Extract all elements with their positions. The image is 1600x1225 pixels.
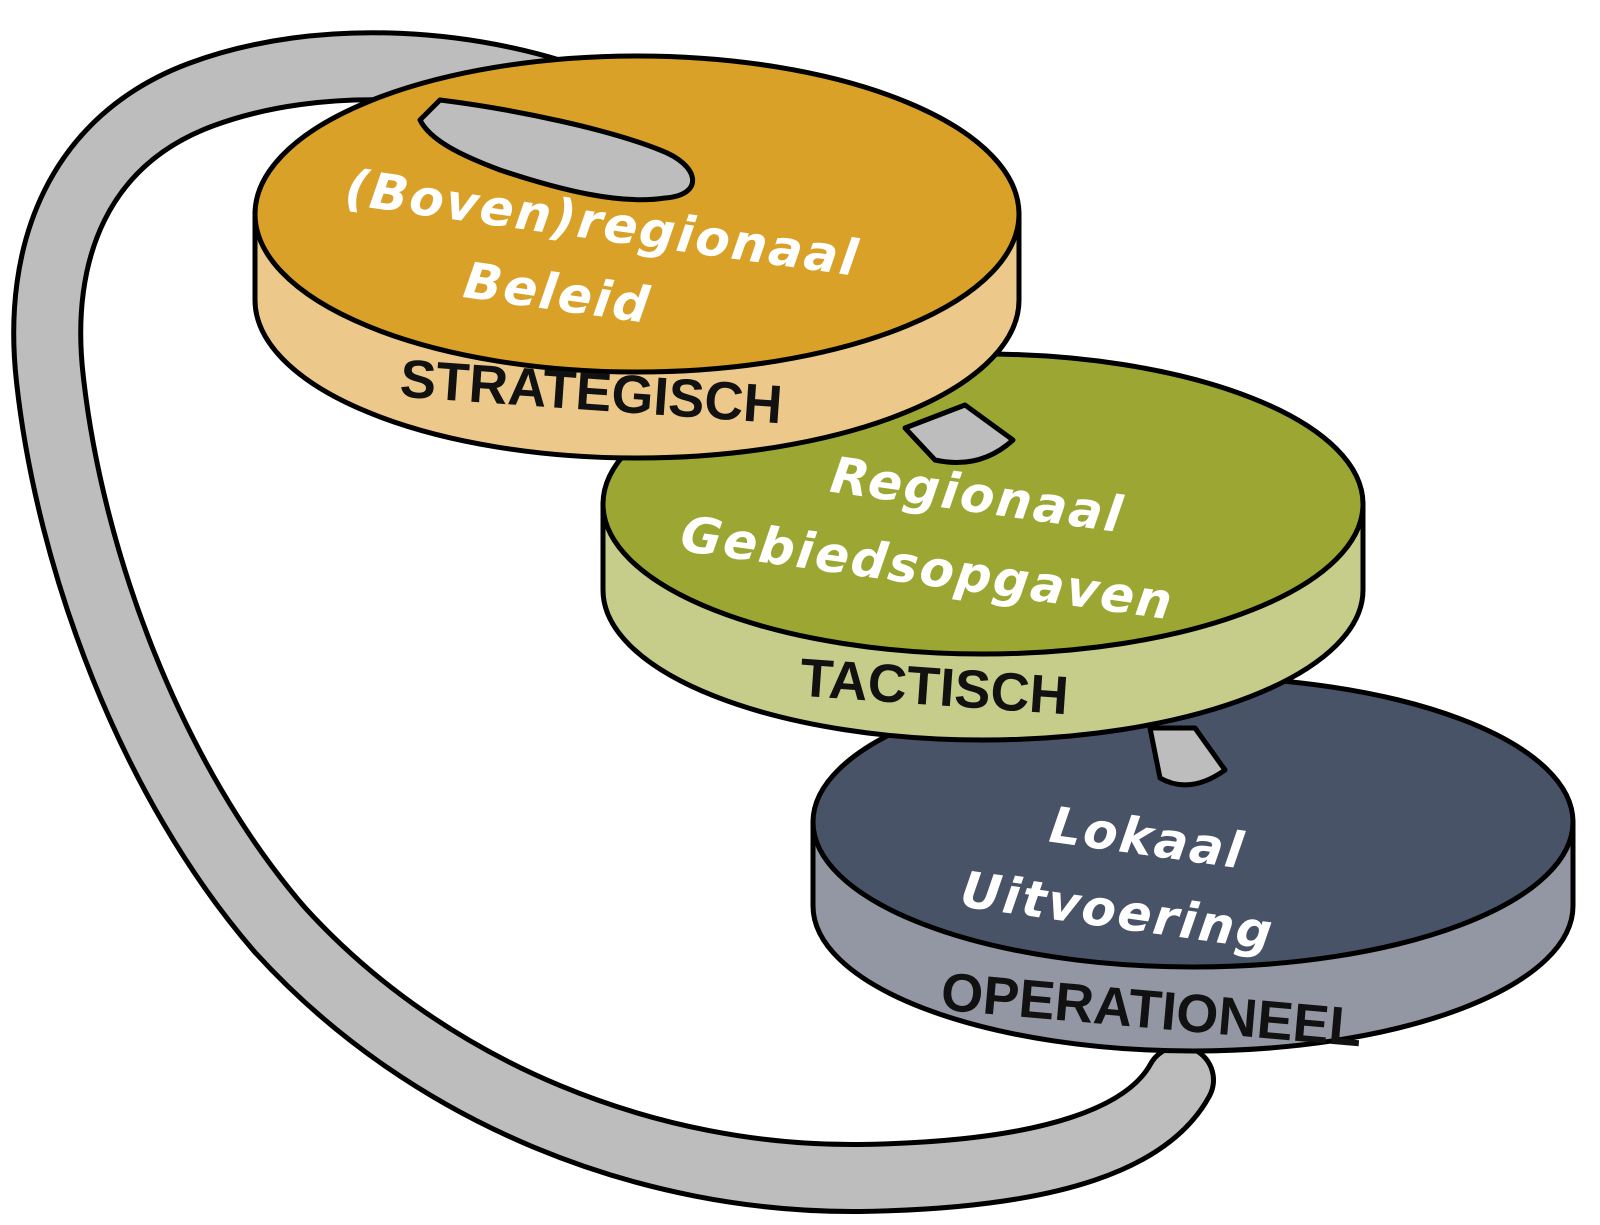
disc-operationeel: Lokaal Uitvoering OPERATIONEEL xyxy=(810,674,1576,1058)
connector-tactisch-operationeel xyxy=(1147,725,1228,788)
connector-strategisch-tactisch xyxy=(902,402,1016,465)
disc-strategisch: (Boven)regionaal Beleid STRATEGISCH xyxy=(252,53,1022,461)
feedback-loop-end xyxy=(417,97,696,203)
disc-tactisch: Regionaal Gebiedsopgaven TACTISCH xyxy=(600,351,1366,743)
